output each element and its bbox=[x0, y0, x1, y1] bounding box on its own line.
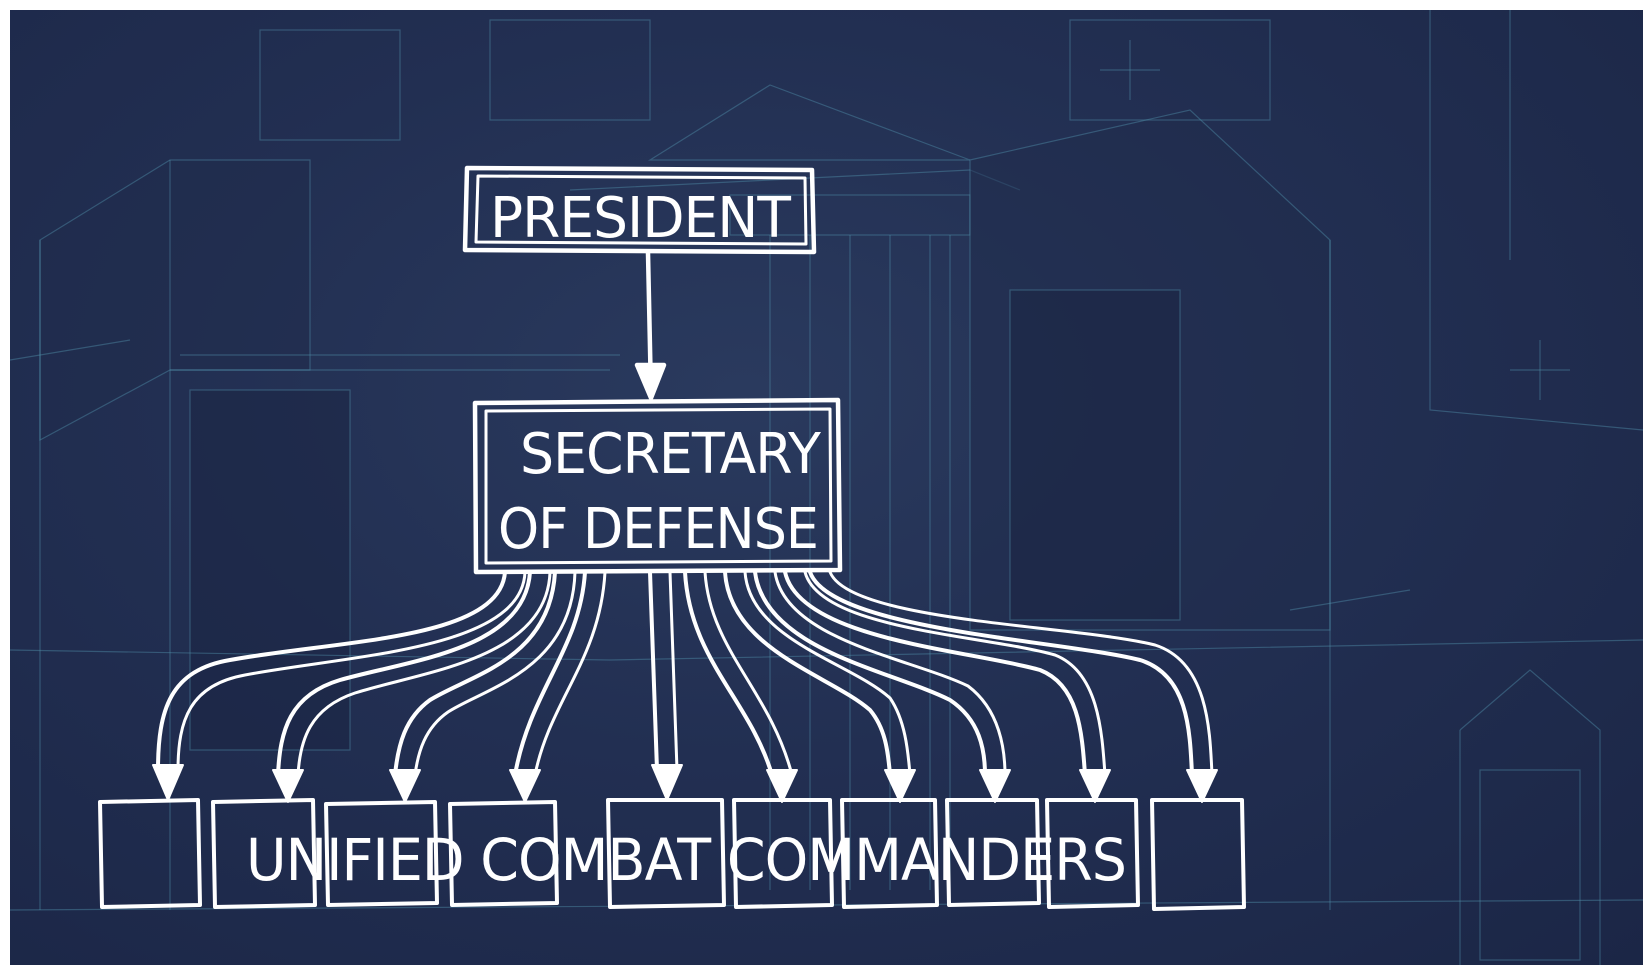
edge-arrow-5 bbox=[648, 570, 659, 772]
edges-secretary-commanders bbox=[156, 570, 1214, 777]
secretary-label-line2: OF DEFENSE bbox=[498, 497, 818, 562]
edge-arrow-4 bbox=[513, 570, 587, 777]
commander-box-3 bbox=[324, 800, 439, 907]
org-chart-diagram: PRESIDENT SECRETARY OF DEFENSE UNIFIED C… bbox=[10, 10, 1643, 965]
arrowheads bbox=[152, 764, 1218, 803]
commander-boxes bbox=[98, 798, 1246, 911]
diagram-labels: PRESIDENT SECRETARY OF DEFENSE UNIFIED C… bbox=[246, 186, 1127, 894]
edge-arrow-3 bbox=[393, 570, 557, 777]
commander-box-5 bbox=[606, 798, 726, 909]
edge-arrow-10 bbox=[808, 570, 1194, 777]
commander-box-10 bbox=[1150, 798, 1246, 911]
commander-box-9 bbox=[1045, 798, 1140, 909]
edge-arrow-6 bbox=[683, 570, 774, 777]
chart-ink bbox=[98, 165, 1246, 911]
president-label: PRESIDENT bbox=[490, 186, 792, 251]
commander-box-6 bbox=[732, 798, 834, 909]
edge-arrow-9 bbox=[783, 570, 1087, 777]
commander-box-4 bbox=[448, 800, 559, 907]
commander-box-7 bbox=[840, 798, 939, 909]
commander-box-2 bbox=[211, 798, 317, 909]
commanders-label: UNIFIED COMBAT COMMANDERS bbox=[246, 826, 1126, 894]
president-box bbox=[462, 165, 817, 255]
edge-arrow-7 bbox=[723, 570, 892, 777]
edge-arrow-8 bbox=[753, 570, 987, 777]
secretary-label-line1: SECRETARY bbox=[520, 422, 822, 487]
commander-box-1 bbox=[98, 798, 202, 909]
edge-arrow-2 bbox=[276, 570, 532, 777]
commander-box-8 bbox=[945, 798, 1041, 907]
edge-arrow-1 bbox=[156, 570, 507, 772]
blueprint-background bbox=[10, 10, 1643, 965]
secretary-box bbox=[472, 397, 843, 575]
comic-panel: PRESIDENT SECRETARY OF DEFENSE UNIFIED C… bbox=[10, 10, 1643, 965]
